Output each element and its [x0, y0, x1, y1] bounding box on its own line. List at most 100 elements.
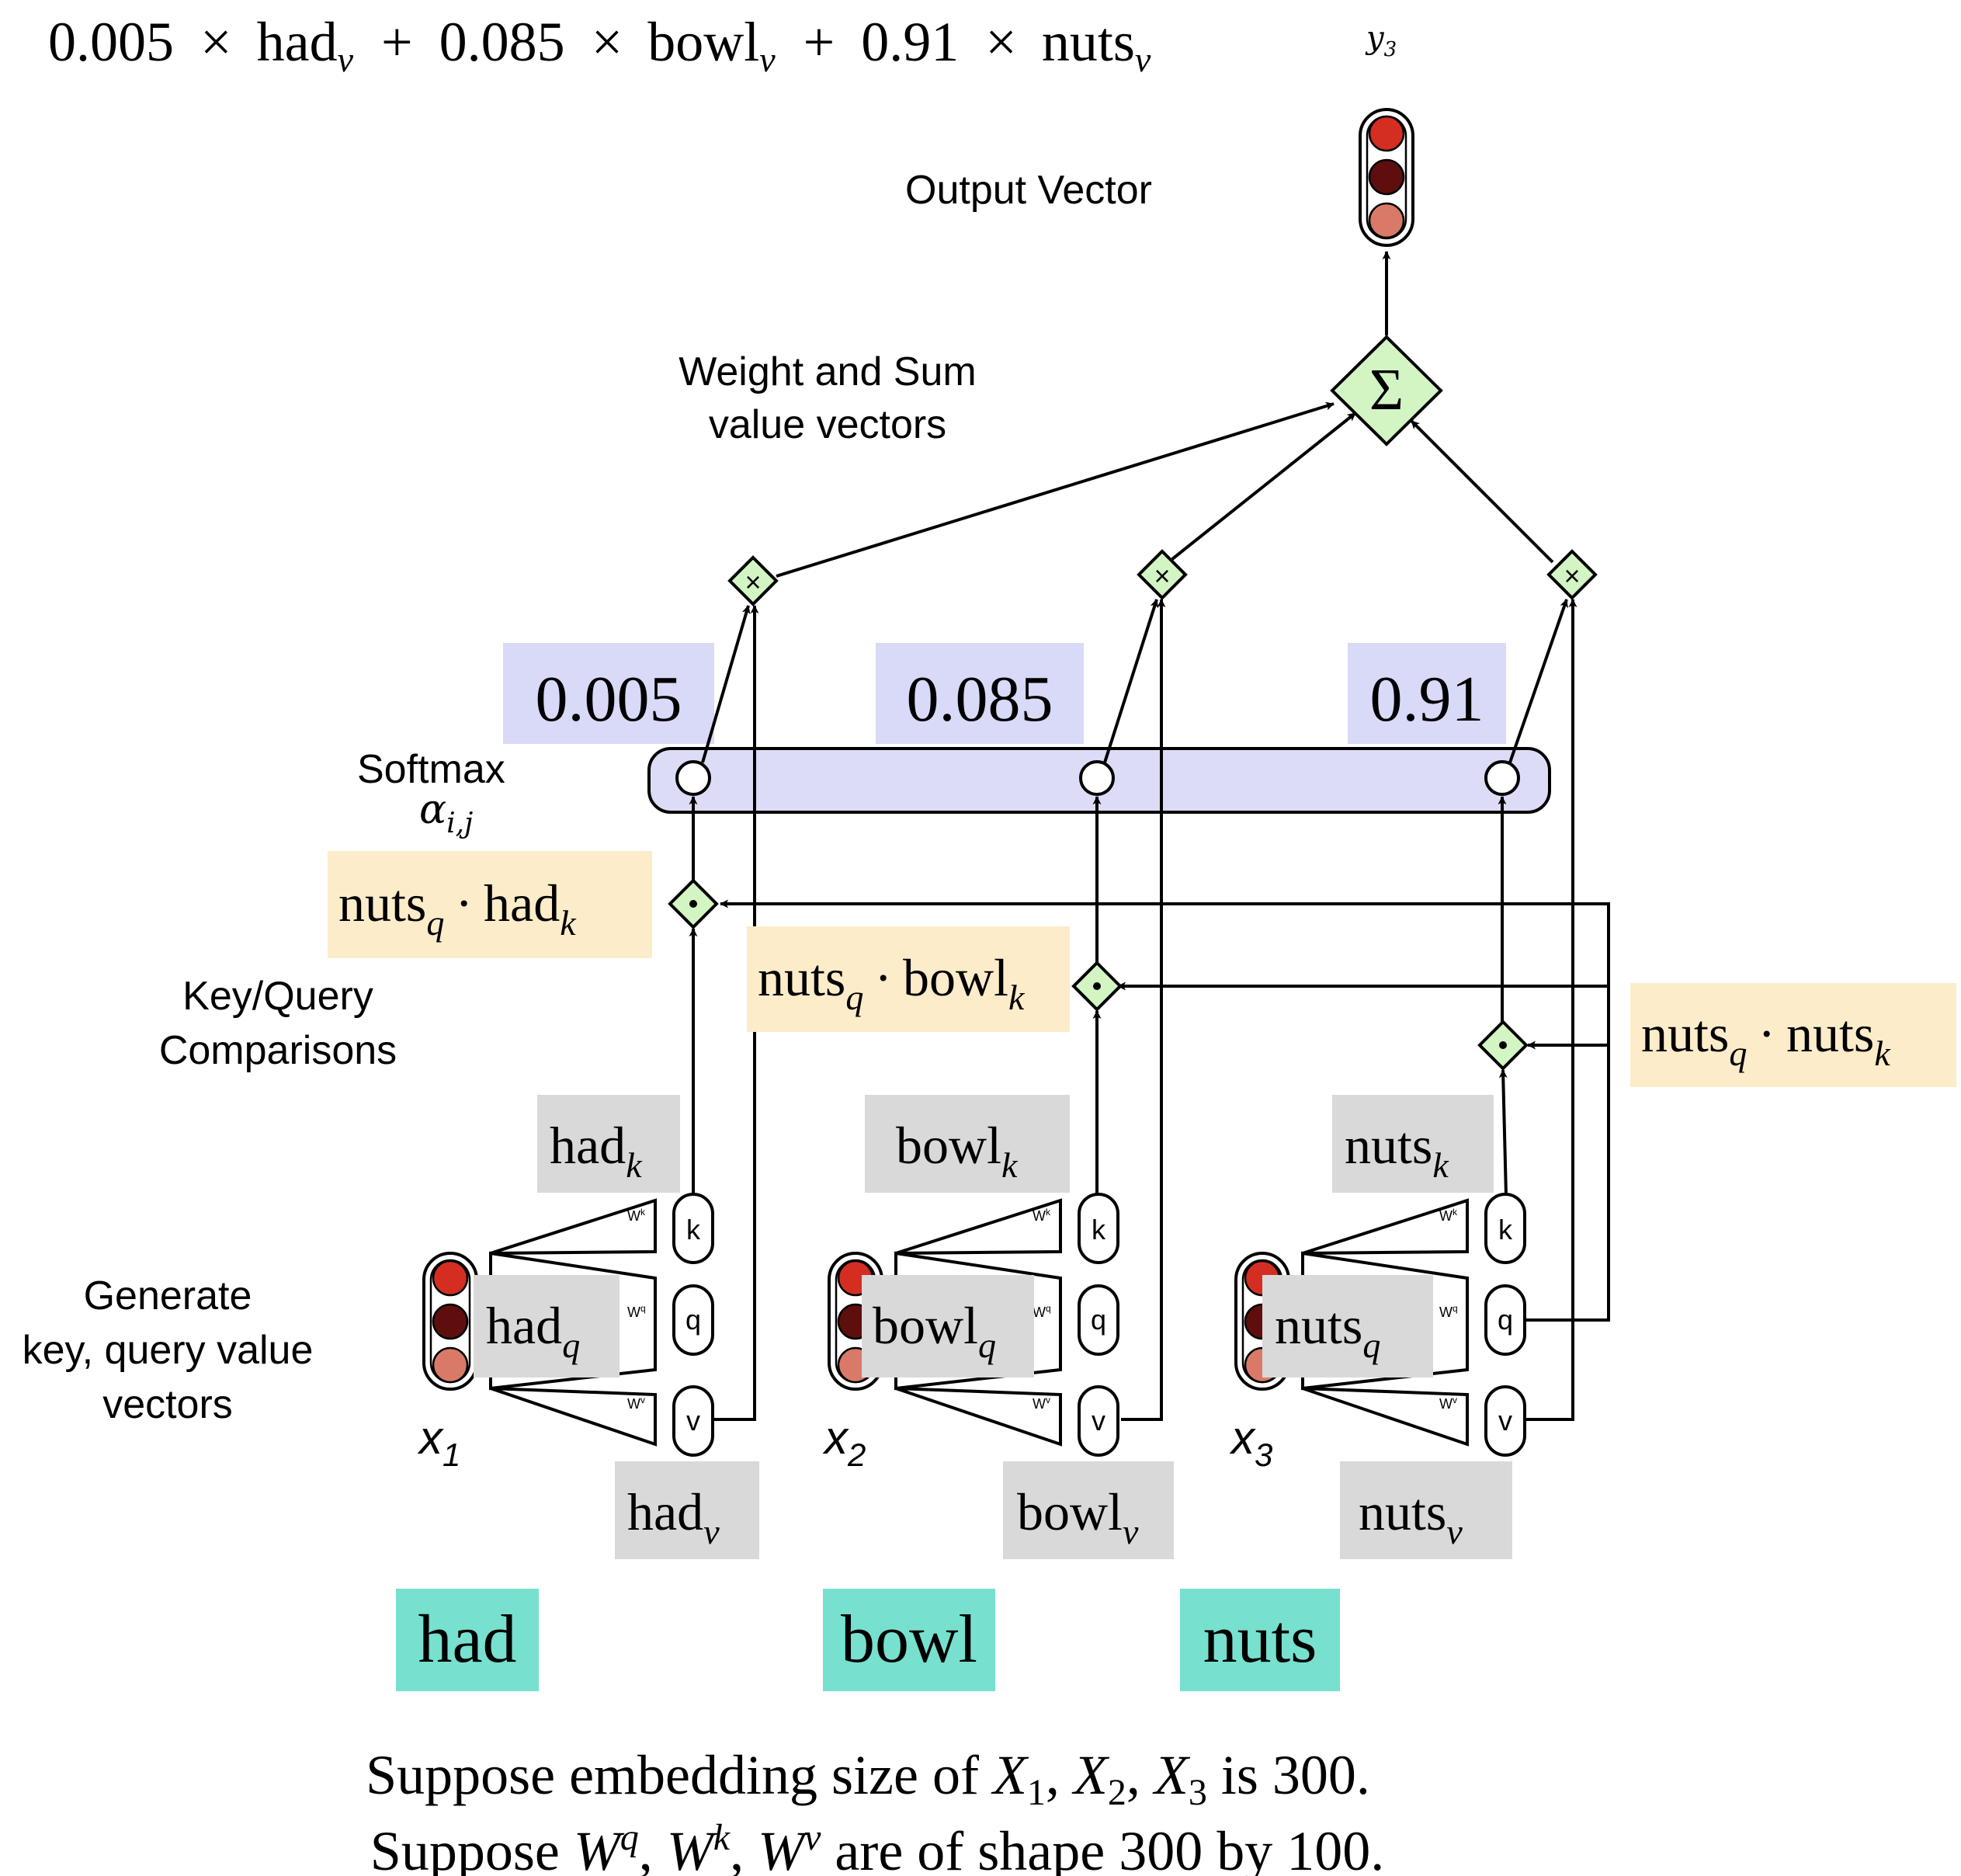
- wq-label: Wq: [1439, 1303, 1458, 1320]
- eq-sub-2: v: [759, 40, 776, 79]
- wq-label: Wq: [627, 1303, 646, 1320]
- output-y-label: y3: [1365, 20, 1397, 61]
- key-label-1: hadk: [537, 1095, 680, 1193]
- generate-label-1: Generate: [84, 1273, 252, 1318]
- svg-text:v: v: [1498, 1405, 1512, 1437]
- svg-text:hadv: hadv: [627, 1482, 720, 1551]
- multiply-node-2: ×: [1137, 549, 1188, 600]
- eq-sub-3: v: [1135, 40, 1151, 79]
- comparison-label-3: nutsq·nutsk: [1630, 983, 1956, 1087]
- sum-node: Σ: [1330, 335, 1443, 446]
- wv-label: Wv: [1033, 1395, 1050, 1412]
- svg-text:nutsq·nutsk: nutsq·nutsk: [1641, 1004, 1891, 1073]
- svg-text:bowlq: bowlq: [873, 1296, 996, 1365]
- eq-times-2: ×: [592, 11, 623, 73]
- svg-text:bowlk: bowlk: [896, 1116, 1019, 1185]
- eq-word-1: had: [257, 11, 338, 73]
- times-icon: ×: [1154, 560, 1170, 592]
- value-label-1: hadv: [615, 1461, 759, 1559]
- value-pill-2: v: [1078, 1385, 1119, 1457]
- softmax-layer: [647, 747, 1551, 814]
- svg-text:q: q: [1091, 1304, 1106, 1336]
- eq-times-1: ×: [200, 11, 232, 73]
- svg-text:hadq: hadq: [486, 1296, 580, 1365]
- svg-text:nutsv: nutsv: [1359, 1482, 1463, 1551]
- multiply-node-3: ×: [1546, 549, 1598, 600]
- generate-label-3: vectors: [102, 1382, 233, 1427]
- svg-text:v: v: [1092, 1405, 1105, 1437]
- query-label-2: bowlq: [862, 1275, 1034, 1377]
- wq-label: Wq: [1033, 1303, 1051, 1320]
- svg-text:bowl: bowl: [841, 1602, 977, 1677]
- wv-label: Wv: [1439, 1395, 1457, 1412]
- footer-line-2: Suppose Wq, Wk, Wv are of shape 300 by 1…: [370, 1817, 1384, 1876]
- output-vector-label: Output Vector: [905, 168, 1152, 213]
- svg-text:v: v: [686, 1405, 700, 1437]
- svg-text:nutsq·hadk: nutsq·hadk: [338, 874, 577, 943]
- key-pill-3: k: [1484, 1193, 1526, 1264]
- svg-text:k: k: [686, 1214, 701, 1245]
- input-vector-1: [422, 1252, 478, 1391]
- token-column-3: Wk Wq Wv k q v x3 nutsk nutsq nutsv nuts: [1180, 1095, 1526, 1691]
- query-pill-3: q: [1484, 1284, 1526, 1356]
- times-icon: ×: [744, 566, 761, 598]
- wk-label: Wk: [1033, 1207, 1051, 1224]
- eq-times-3: ×: [985, 11, 1017, 73]
- key-label-2: bowlk: [865, 1095, 1070, 1193]
- svg-text:hadk: hadk: [550, 1116, 643, 1185]
- eq-coef-3: 0.91: [861, 11, 959, 73]
- softmax-label: Softmax: [357, 747, 505, 792]
- alpha-label: αi,j: [419, 787, 473, 839]
- x-label-2: x2: [822, 1412, 866, 1473]
- eq-word-3: nuts: [1042, 11, 1135, 73]
- output-vector: [1359, 108, 1414, 247]
- query-label-3: nutsq: [1262, 1275, 1433, 1377]
- footer-line-1: Suppose embedding size of X1, X2, X3 is …: [366, 1744, 1370, 1813]
- compare-node-1: [668, 878, 719, 929]
- token-column-1: Wk Wq Wv k q v x1 hadk hadq hadv had: [396, 1095, 759, 1691]
- sigma-icon: Σ: [1369, 357, 1404, 422]
- generate-label-2: key, query value: [23, 1328, 314, 1373]
- compare-node-3: [1477, 1020, 1529, 1071]
- comparison-label-1: nutsq·hadk: [328, 851, 652, 958]
- svg-text:nutsk: nutsk: [1345, 1116, 1449, 1185]
- keyquery-label-2: Comparisons: [159, 1028, 397, 1073]
- wv-label: Wv: [627, 1395, 645, 1412]
- attention-equation: 0.005 × hadv + 0.085 × bowlv + 0.91 × nu…: [48, 11, 1151, 84]
- svg-text:0.005: 0.005: [536, 663, 682, 735]
- value-label-3: nutsv: [1340, 1461, 1512, 1559]
- token-word-3: nuts: [1180, 1589, 1340, 1691]
- token-word-2: bowl: [823, 1589, 995, 1691]
- weight-sum-label-2: value vectors: [709, 402, 946, 447]
- token-word-1: had: [396, 1589, 539, 1691]
- keyquery-label-1: Key/Query: [182, 974, 373, 1019]
- eq-plus-1: +: [381, 11, 413, 73]
- svg-text:nuts: nuts: [1203, 1602, 1317, 1677]
- eq-sub-1: v: [338, 40, 354, 79]
- svg-text:0.005 × hadv: 0.005 × hadv + 0.085 × bowlv + 0.91 × nu…: [48, 11, 1151, 84]
- token-column-2: Wk Wq Wv k q v x2 bowlk bowlq bowlv bowl: [822, 1095, 1174, 1691]
- compare-node-2: [1071, 961, 1123, 1012]
- eq-coef-1: 0.005: [48, 11, 174, 73]
- times-icon: ×: [1564, 560, 1580, 592]
- weight-label-1: 0.005: [503, 643, 714, 744]
- query-pill-2: q: [1078, 1284, 1119, 1356]
- value-pill-1: v: [672, 1385, 714, 1457]
- svg-text:had: had: [418, 1602, 516, 1677]
- x-label-1: x1: [417, 1412, 460, 1473]
- multiply-node-1: ×: [727, 555, 779, 606]
- svg-text:k: k: [1498, 1214, 1513, 1245]
- key-pill-2: k: [1078, 1193, 1119, 1264]
- eq-plus-2: +: [803, 11, 835, 73]
- key-pill-1: k: [672, 1193, 714, 1264]
- wk-label: Wk: [627, 1207, 646, 1224]
- comparison-label-2: nutsq·bowlk: [747, 926, 1070, 1032]
- svg-text:q: q: [1498, 1304, 1513, 1336]
- eq-coef-2: 0.085: [439, 11, 565, 73]
- svg-text:nutsq·bowlk: nutsq·bowlk: [758, 948, 1026, 1017]
- key-label-3: nutsk: [1332, 1095, 1494, 1193]
- value-label-2: bowlv: [1003, 1461, 1174, 1559]
- value-pill-3: v: [1484, 1385, 1526, 1457]
- svg-text:0.91: 0.91: [1370, 663, 1484, 735]
- svg-text:0.085: 0.085: [907, 663, 1053, 735]
